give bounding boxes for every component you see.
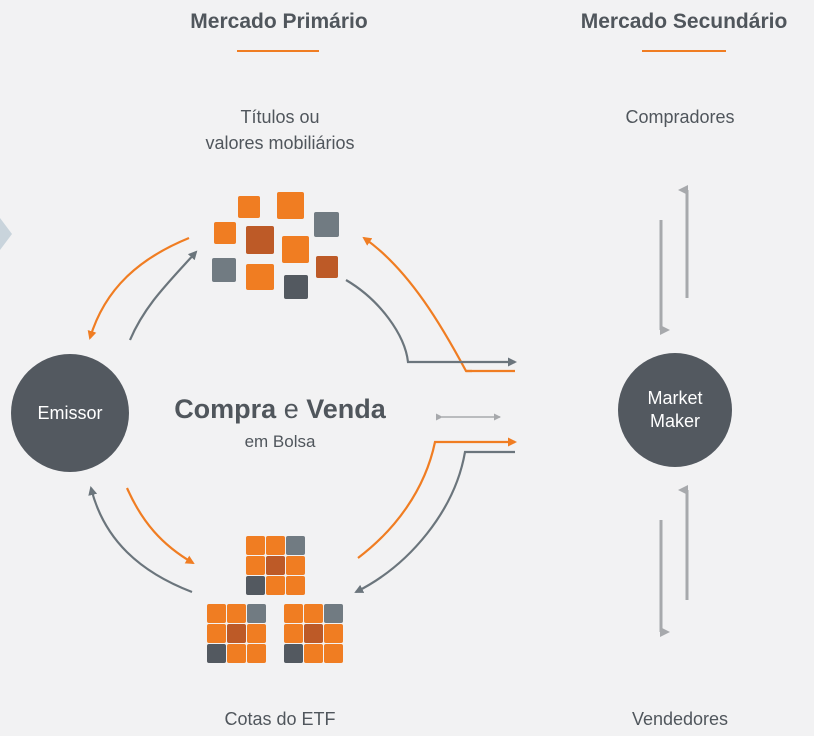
arc-gray-right-to-etf: [354, 450, 515, 593]
primary-market-underline: [237, 50, 319, 52]
secondary-market-underline: [642, 50, 726, 52]
center-subtitle: em Bolsa: [244, 432, 316, 451]
sell-text: Venda: [306, 394, 386, 424]
arc-orange-securities-to-emissor: [87, 236, 190, 340]
arc-gray-securities-to-right: [345, 279, 517, 367]
stacked-squares-icon: [207, 536, 343, 663]
etf-shares-label: Cotas do ETF: [224, 709, 336, 729]
secondary-market-heading: Mercado Secundário: [580, 10, 788, 33]
securities-label-line1: Títulos ou: [240, 107, 320, 127]
and-text: e: [283, 394, 299, 424]
market-maker-node: Market Maker: [618, 353, 732, 467]
buy-text: Compra: [174, 394, 277, 424]
securities-label-line2: valores mobiliários: [205, 133, 355, 153]
primary-market-heading: Mercado Primário: [190, 10, 368, 33]
market-maker-label-line1: Market: [647, 388, 703, 408]
buyers-label: Compradores: [625, 107, 735, 127]
left-edge-chevron: [0, 218, 12, 250]
sellers-label: Vendedores: [631, 709, 729, 729]
securities-label: Títulos ou valores mobiliários: [150, 104, 410, 156]
issuer-label: Emissor: [37, 402, 103, 423]
issuer-node: Emissor: [11, 354, 129, 472]
arc-gray-emissor-to-securities: [128, 250, 198, 341]
scattered-squares-icon: [212, 192, 339, 299]
market-maker-label-line2: Maker: [649, 411, 700, 431]
center-title: Compra e Venda: [140, 394, 420, 425]
arc-gray-etf-to-emissor: [88, 486, 193, 594]
arc-orange-emissor-to-etf: [125, 487, 195, 565]
arc-orange-right-to-securities: [362, 236, 472, 373]
arc-orange-etf-to-right: [357, 437, 517, 559]
